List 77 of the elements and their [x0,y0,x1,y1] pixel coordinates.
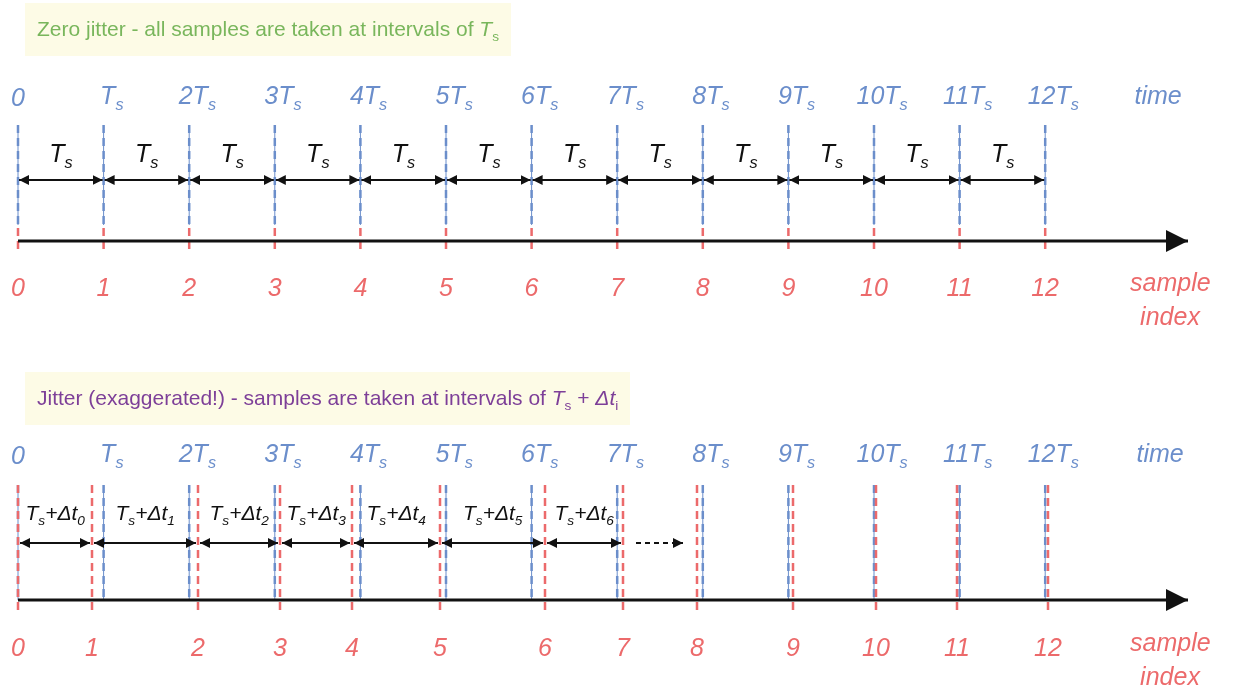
axis-title: time [1134,82,1182,108]
caption-banner: Zero jitter - all samples are taken at intervals of T$_{s}$ [25,3,511,56]
interval-label: T$_{s}$ [49,140,73,170]
time-label: 8T$_{s}$ [692,440,730,470]
time-label: 11T$_{s}$ [943,440,993,470]
interval-label: T$_{s}$ [220,140,244,170]
interval-label: T$_{s}$ [819,140,844,170]
time-label: 5T$_{s}$ [435,82,473,112]
interval-label: T$_{s}$+Δt$_{0}$ [25,501,85,527]
time-label: 8T$_{s}$ [692,82,730,112]
time-label: 9T$_{s}$ [777,440,816,470]
axis-title: sample index [1130,627,1210,689]
time-label: T$_{s}$ [100,82,124,112]
sample-index-label: 2 [182,274,197,300]
caption-banner: Jitter (exaggerated!) - samples are taken at intervals of T$_{s}$ + Δt$_{i}$ [25,372,631,425]
interval-label: T$_{s}$+Δt$_{3}$ [286,501,346,527]
sample-index-label: 5 [433,634,447,660]
time-label: 3T$_{s}$ [264,440,302,470]
sample-index-label: 2 [191,634,205,660]
axis-title: sample index [1130,267,1210,332]
time-label: 5T$_{s}$ [435,440,473,470]
sample-index-label: 4 [345,634,359,660]
axis-title: time [1136,440,1184,466]
time-label: 10T$_{s}$ [856,82,908,112]
sample-index-label: 6 [538,634,552,660]
interval-label: T$_{s}$ [905,140,929,170]
time-label: 2T$_{s}$ [178,82,216,112]
time-label: 0 [11,84,25,110]
interval-label: T$_{s}$+Δt$_{4}$ [366,501,426,527]
interval-label: T$_{s}$ [477,140,501,170]
interval-label: T$_{s}$ [648,140,672,170]
sample-index-label: 5 [439,274,453,300]
sample-index-label: 12 [1034,634,1062,660]
interval-label: T$_{s}$+Δt$_{1}$ [115,501,175,527]
time-label: 10T$_{s}$ [856,440,908,470]
sample-index-label: 0 [11,274,25,300]
interval-label: T$_{s}$+Δt$_{6}$ [554,501,614,527]
sample-index-label: 9 [786,634,800,660]
sample-index-label: 3 [267,274,282,300]
time-label: 12T$_{s}$ [1027,82,1079,112]
time-label: 3T$_{s}$ [264,82,302,112]
time-label: 11T$_{s}$ [943,82,993,112]
sample-index-label: 12 [1031,274,1059,300]
sample-index-label: 11 [946,274,973,300]
interval-label: T$_{s}$ [134,140,159,170]
time-label: T$_{s}$ [100,440,124,470]
sample-index-label: 6 [524,274,539,300]
sample-index-label: 0 [11,634,25,660]
sample-index-label: 11 [944,634,970,660]
sample-index-label: 1 [85,634,99,660]
sample-index-label: 10 [860,274,888,300]
sample-index-label: 3 [273,634,287,660]
sample-index-label: 8 [695,274,710,300]
interval-label: T$_{s}$ [990,140,1015,170]
time-label: 4T$_{s}$ [349,82,388,112]
interval-label: T$_{s}$+Δt$_{2}$ [209,501,269,527]
sample-index-label: 1 [96,274,111,300]
sample-index-label: 7 [616,634,630,660]
time-label: 2T$_{s}$ [178,440,216,470]
time-label: 6T$_{s}$ [521,82,559,112]
interval-label: T$_{s}$ [734,140,758,170]
interval-label: T$_{s}$ [562,140,587,170]
time-label: 6T$_{s}$ [521,440,559,470]
time-label: 7T$_{s}$ [606,440,644,470]
interval-label: T$_{s}$ [391,140,416,170]
interval-label: T$_{s}$+Δt$_{5}$ [463,501,523,527]
sample-index-label: 4 [353,274,368,300]
time-label: 0 [11,442,25,468]
sample-index-label: 7 [610,274,625,300]
time-label: 4T$_{s}$ [349,440,388,470]
sample-index-label: 9 [781,274,796,300]
time-label: 12T$_{s}$ [1027,440,1079,470]
interval-label: T$_{s}$ [306,140,330,170]
sample-index-label: 8 [690,634,704,660]
time-label: 9T$_{s}$ [777,82,816,112]
sample-index-label: 10 [862,634,890,660]
time-label: 7T$_{s}$ [606,82,644,112]
